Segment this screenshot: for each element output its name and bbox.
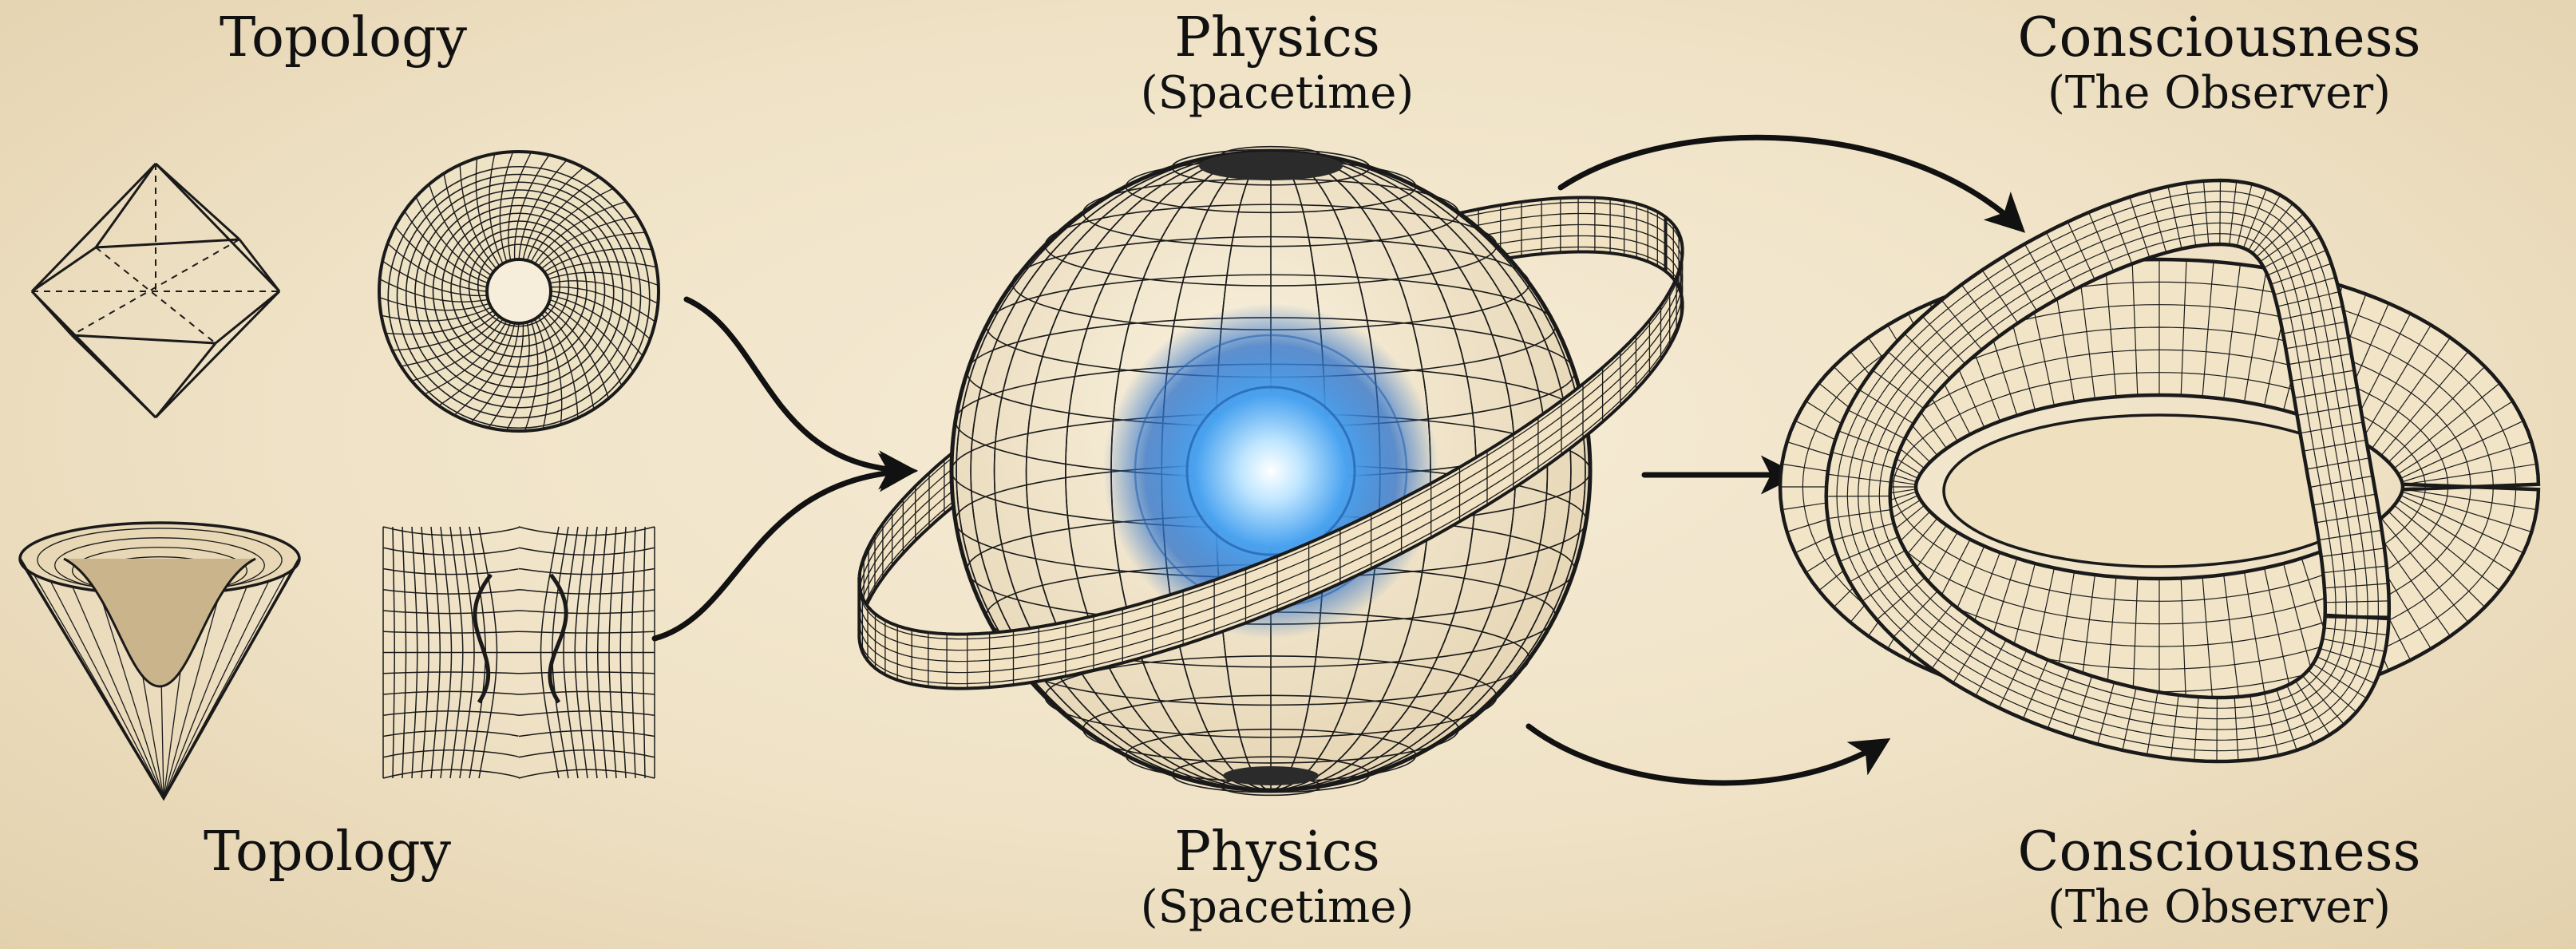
physics-bottom-subtitle: (Spacetime) [1140,881,1415,934]
observer-knotted-torus-wireframe [1778,178,2541,764]
topology-bottom-label: Topology [168,820,487,884]
ring-front-wireframe [857,216,1684,690]
physics-top-subtitle: (Spacetime) [1140,67,1415,120]
topology-top-label: Topology [184,6,503,69]
arrow-top-to-knot [1557,134,2026,233]
arrow-surface-to-sphere [651,453,918,642]
arrow-torus-to-sphere [683,296,918,490]
core-inner-ring [1185,386,1356,556]
arrow-bottom-to-knot [1525,723,1891,786]
consciousness-bottom-label: Consciousness (The Observer) [1964,820,2475,934]
topology-bottom-title: Topology [203,820,452,884]
consciousness-top-title: Consciousness [2017,6,2421,69]
cone-wireframe [18,521,301,801]
physics-bottom-title: Physics [1174,820,1380,884]
torus-wireframe [378,150,660,433]
consciousness-bottom-subtitle: (The Observer) [2047,881,2391,934]
arrows [651,134,2026,786]
physics-bottom-label: Physics (Spacetime) [1070,820,1485,934]
consciousness-top-subtitle: (The Observer) [2047,67,2391,120]
topology-top-title: Topology [219,6,468,69]
physics-top-title: Physics [1174,6,1380,69]
octahedron-wireframe [30,162,281,419]
consciousness-bottom-title: Consciousness [2017,820,2421,884]
hyperbolic-surface-wireframe [382,526,655,779]
consciousness-top-label: Consciousness (The Observer) [1964,6,2475,120]
physics-top-label: Physics (Spacetime) [1070,6,1485,120]
